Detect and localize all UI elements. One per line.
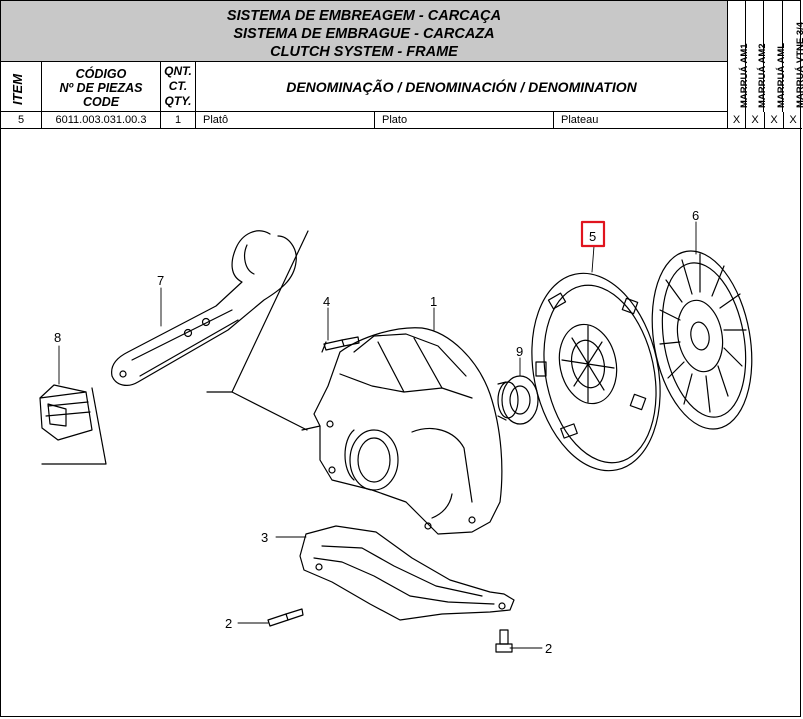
title-block: SISTEMA DE EMBREAGEM - CARCAÇA SISTEMA D…	[1, 1, 728, 62]
column-header-qty: QNT. CT. QTY.	[161, 62, 196, 112]
model-label: MARRUÁ VTNE 3/4	[795, 21, 803, 108]
row-name-pt: Platô	[196, 112, 375, 128]
bell-housing	[301, 327, 503, 535]
callout-2-left: 2	[225, 616, 232, 631]
clutch-disc	[651, 250, 753, 430]
row-mark-am1: X	[728, 112, 746, 128]
title-english: CLUTCH SYSTEM - FRAME	[270, 44, 458, 60]
exploded-view-drawing: 1 4 7 8 9 5 6 3 2 2	[39, 208, 753, 656]
model-column-am1: MARRUÁ AM1	[728, 1, 750, 112]
dust-boot	[39, 384, 93, 441]
callout-3: 3	[261, 530, 268, 545]
title-spanish: SISTEMA DE EMBRAGUE - CARCAZA	[233, 26, 495, 42]
callout-6: 6	[692, 208, 699, 223]
row-item: 5	[1, 112, 42, 128]
cover-plate	[299, 525, 515, 621]
title-portuguese: SISTEMA DE EMBREAGEM - CARCAÇA	[226, 8, 502, 24]
model-columns: MARRUÁ AM1 MARRUÁ AM2 MARRUÁ AML MARRUÁ …	[728, 1, 803, 112]
row-code: 6011.003.031.00.3	[42, 112, 161, 128]
callout-7: 7	[157, 273, 164, 288]
bolt-item-2-bottom	[495, 629, 513, 653]
model-column-vtne: MARRUÁ VTNE 3/4	[784, 1, 803, 112]
callout-4: 4	[323, 294, 330, 309]
release-bearing	[497, 375, 539, 425]
row-qty: 1	[161, 112, 196, 128]
pressure-plate	[531, 272, 661, 472]
model-column-aml: MARRUÁ AML	[765, 1, 787, 112]
callout-2-bottom: 2	[545, 641, 552, 656]
row-mark-vtne: X	[789, 114, 797, 126]
table-row[interactable]: 5 6011.003.031.00.3 1 Platô Plato Platea…	[1, 112, 802, 129]
subview-frame	[41, 230, 309, 465]
callout-5: 5	[589, 229, 596, 244]
bolt-item-2-left	[267, 608, 304, 627]
release-fork	[111, 230, 297, 386]
row-name-en: Plateau	[554, 112, 728, 128]
row-name-es: Plato	[375, 112, 554, 128]
callout-9: 9	[516, 344, 523, 359]
column-header-denomination: DENOMINAÇÃO / DENOMINACIÓN / DENOMINATIO…	[196, 62, 728, 112]
callout-1: 1	[430, 294, 437, 309]
leader-lines	[58, 221, 697, 649]
row-mark-am2: X	[746, 112, 765, 128]
row-mark-aml: X	[765, 112, 784, 128]
highlight-box	[580, 220, 606, 248]
column-header-item: ITEM	[1, 62, 42, 112]
model-column-am2: MARRUÁ AM2	[746, 1, 768, 112]
column-header-code: CÓDIGO Nº DE PIEZAS CODE	[42, 62, 161, 112]
callout-8: 8	[54, 330, 61, 345]
